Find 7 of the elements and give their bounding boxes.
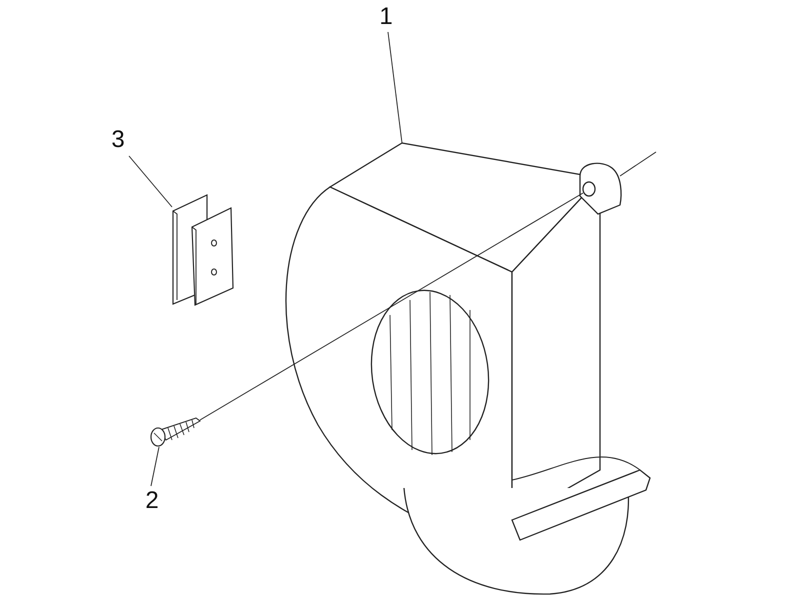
callout-number: 1 [378, 4, 394, 30]
callout-number: 2 [144, 488, 160, 514]
assembly-line [200, 192, 584, 420]
leader-line [128, 156, 172, 208]
leader-line [150, 446, 160, 486]
callout-number: 3 [110, 127, 126, 153]
leader-line [388, 32, 402, 144]
